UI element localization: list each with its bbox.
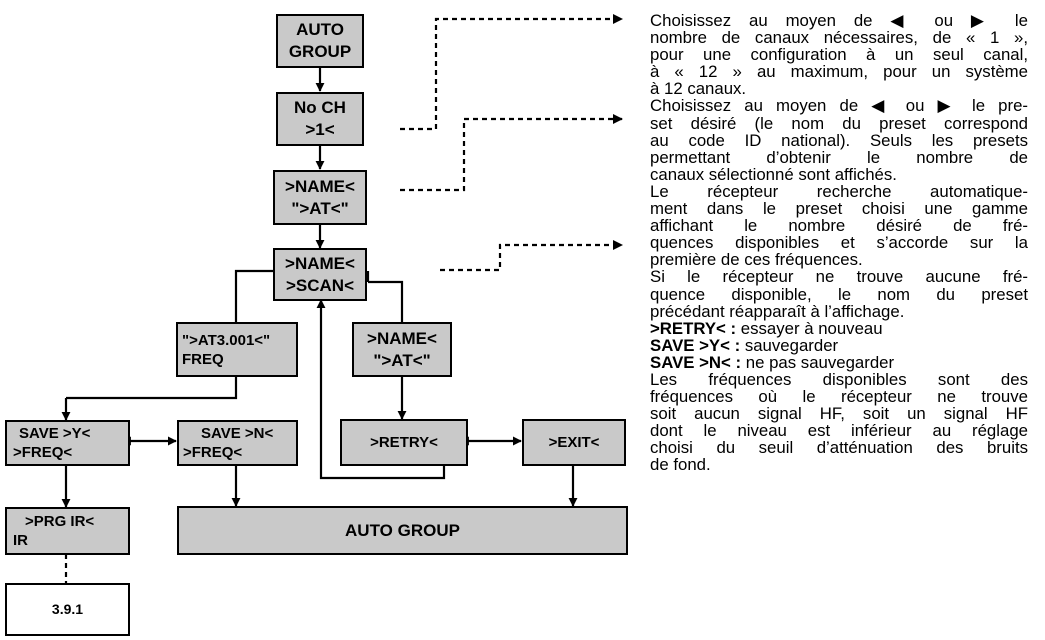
line-freq-to-save-y [66, 377, 238, 400]
line-scan-to-name-at [368, 280, 404, 322]
legend-desc: ne pas sauvegarder [741, 352, 895, 372]
text-line: au code ID national). Seuls les presets [650, 130, 1028, 150]
box-line: >PRG IR< [25, 513, 95, 530]
text-line: à 12 canaux. [650, 79, 747, 99]
box-line: No CH [294, 98, 346, 117]
text-line: Le récepteur recherche automatique- [650, 181, 1028, 201]
text-line: Choisissez au moyen de ◀ ou ▶ le pre- [650, 96, 1028, 116]
line-scan-to-at-freq [234, 269, 274, 322]
prg-ir-box: >PRG IR< IR [5, 507, 130, 555]
dashed-pointer-2 [400, 114, 623, 192]
box-line: >NAME< [285, 253, 355, 273]
save-n-box: SAVE >N< >FREQ< [177, 420, 298, 466]
legend-key: SAVE >N< : [650, 352, 742, 372]
text-line: quences disponibles et s’accorde sur la [650, 233, 1028, 253]
box-line: ">AT3.001<" [182, 331, 271, 349]
text-block-5: Les fréquences disponibles sont des fréq… [650, 371, 1028, 474]
text-block-3: Le récepteur recherche automatique- ment… [650, 183, 1028, 268]
name-at-box-2: >NAME< ">AT<" [352, 322, 452, 377]
text-line: canaux sélectionné sont affichés. [650, 164, 897, 184]
dashed-pointer-3 [440, 240, 623, 272]
text-line: permettant d’obtenir le nombre de [650, 147, 1028, 167]
box-line: GROUP [288, 42, 352, 61]
text-line: set désiré (le nom du preset correspond [650, 113, 1028, 133]
legend-save-n: SAVE >N< : ne pas sauvegarder [650, 354, 1028, 371]
text-line: fréquences où le récepteur ne trouve [650, 387, 1028, 407]
text-line: choisi du seuil d’atténuation des bruits [650, 438, 1028, 458]
at-freq-box: ">AT3.001<" FREQ [176, 322, 298, 377]
text-line: Choisissez au moyen de ◀ ou ▶ le [650, 11, 1028, 30]
dashed-pointer-1 [400, 14, 623, 131]
box-line: AUTO [296, 20, 344, 39]
text-line: ment dans le preset choisi une gamme [650, 199, 1028, 219]
text-line: première de ces fréquences. [650, 250, 863, 270]
text-line: Les fréquences disponibles sont des [650, 369, 1028, 389]
description-text: Choisissez au moyen de ◀ ou ▶ le nombre … [650, 12, 1028, 474]
text-line: à « 12 » au maximum, pour un système [650, 62, 1028, 82]
no-ch-box: No CH >1< [276, 92, 364, 146]
box-line: ">AT<" [373, 350, 431, 370]
name-scan-box: >NAME< >SCAN< [273, 248, 367, 301]
legend-key: >RETRY< : [650, 318, 737, 338]
box-line: >FREQ< [13, 444, 73, 461]
text-line: pour une configuration à un seul canal, [650, 45, 1028, 65]
section-ref-box: 3.9.1 [5, 583, 130, 636]
box-line: 3.9.1 [51, 601, 84, 617]
legend-key: SAVE >Y< : [650, 335, 741, 355]
save-y-box: SAVE >Y< >FREQ< [5, 420, 130, 466]
text-line: soit aucun signal HF, soit un signal HF [650, 404, 1028, 424]
text-line: nombre de canaux nécessaires, de « 1 », [650, 28, 1028, 48]
box-line: FREQ [182, 350, 224, 368]
box-line: >FREQ< [183, 444, 243, 461]
auto-group-top-box: AUTO GROUP [276, 14, 364, 68]
box-line: >1< [305, 120, 335, 139]
text-line: de fond. [650, 455, 711, 475]
box-line: AUTO GROUP [345, 520, 460, 540]
text-line: affichant le nombre désiré de fré- [650, 216, 1028, 236]
box-line: >RETRY< [370, 434, 438, 451]
name-at-box: >NAME< ">AT<" [273, 170, 367, 225]
box-line: >SCAN< [285, 275, 355, 295]
box-line: IR [13, 532, 28, 549]
text-line: quence disponible, le nom du preset [650, 284, 1028, 304]
box-line: SAVE >N< [201, 425, 274, 442]
exit-box: >EXIT< [522, 419, 626, 466]
text-line: précédant réapparaît à l’affichage. [650, 301, 905, 321]
legend-retry: >RETRY< : essayer à nouveau [650, 320, 1028, 337]
box-line: >NAME< [367, 328, 437, 348]
retry-box: >RETRY< [340, 419, 468, 466]
text-line: Si le récepteur ne trouve aucune fré- [650, 267, 1028, 287]
box-line: SAVE >Y< [19, 425, 91, 442]
box-line: ">AT<" [291, 198, 349, 218]
legend-save-y: SAVE >Y< : sauvegarder [650, 337, 1028, 354]
box-line: >EXIT< [548, 434, 600, 451]
text-line: dont le niveau est inférieur au réglage [650, 421, 1028, 441]
auto-group-bottom-box: AUTO GROUP [177, 506, 628, 555]
box-line: >NAME< [285, 176, 355, 196]
text-block-2: Choisissez au moyen de ◀ ou ▶ le pre- se… [650, 97, 1028, 182]
text-block-4: Si le récepteur ne trouve aucune fré- qu… [650, 268, 1028, 319]
legend-desc: sauvegarder [740, 335, 839, 355]
line-retry-loop [316, 299, 446, 480]
text-block-1: Choisissez au moyen de ◀ ou ▶ le nombre … [650, 12, 1028, 97]
legend-desc: essayer à nouveau [736, 318, 883, 338]
